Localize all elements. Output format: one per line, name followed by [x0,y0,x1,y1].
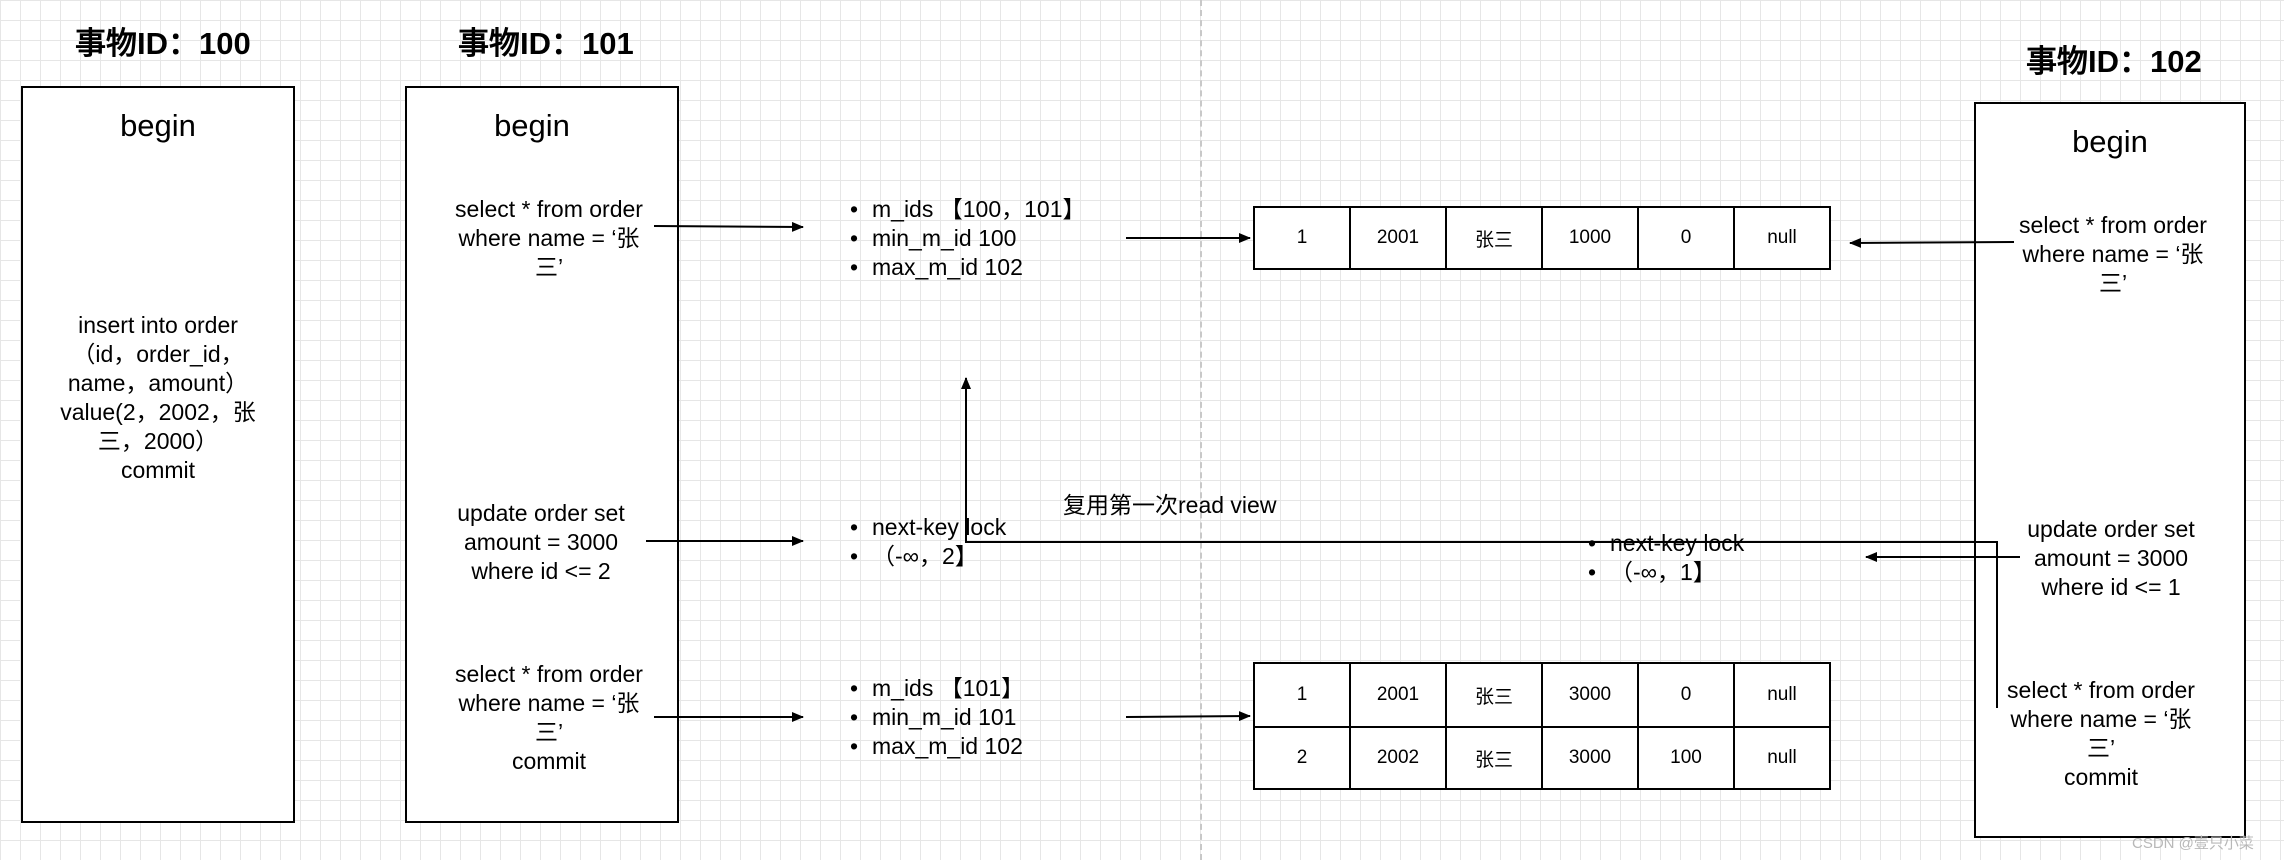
table-cell: null [1767,747,1797,768]
stmt-line: select * from order [455,661,643,687]
table-cell: 2 [1255,728,1351,788]
table-cell: 张三 [1447,208,1543,268]
tx100-insert-statement: insert into order （id，order_id， name，amo… [36,311,280,485]
arrow-readview2-to-table [1125,711,1251,722]
read-view-1: m_ids 【100，101】 min_m_id 100 max_m_id 10… [850,195,1086,282]
stmt-line: where name = ‘张 [2010,706,2192,732]
dashed-divider [1200,0,1202,860]
table-cell: 2001 [1351,664,1447,726]
table-cell: 100 [1639,728,1735,788]
lock-item: （-∞，2】 [850,542,1006,571]
stmt-line: amount = 3000 [2033,545,2189,571]
tx101-title: 事物ID：101 [458,26,634,61]
stmt-line: 三’ [534,719,564,745]
stmt-line: 三’ [2086,735,2116,761]
tx100-title: 事物ID：100 [75,26,251,61]
lock-item: （-∞，1】 [1588,558,1744,587]
stmt-line: select * from order [2019,212,2207,238]
tx102-begin: begin [2072,124,2148,159]
lock-item: next-key lock [850,513,1006,542]
reuse-read-view-note: 复用第一次read view [1063,492,1277,518]
stmt-line: commit [120,457,196,483]
stmt-line: update order set [2027,516,2195,542]
stmt-line: where name = ‘张 [2022,241,2204,267]
tx101-update-statement: update order set amount = 3000 where id … [430,499,652,586]
stmt-line: value(2，2002，张 [60,399,256,425]
table-row: 1 2001 张三 3000 0 null [1253,662,1831,728]
stmt-line: where name = ‘张 [458,225,640,251]
table-cell: 0 [1639,208,1735,268]
arrow-tx102-select-to-table [1849,237,2015,248]
table-cell: null [1767,684,1797,705]
stmt-line: name，amount） [67,370,249,396]
table-row: 1 2001 张三 1000 0 null [1253,206,1831,270]
tx100-begin: begin [120,108,196,143]
read-view-item: m_ids 【101】 [850,674,1024,703]
arrow-reuse-read-view [961,377,1998,708]
table-cell: 张三 [1447,664,1543,726]
read-view-item: m_ids 【100，101】 [850,195,1086,224]
stmt-line: select * from order [455,196,643,222]
stmt-line: commit [2063,764,2139,790]
stmt-line: 三’ [2098,270,2128,296]
read-view-2: m_ids 【101】 min_m_id 101 max_m_id 102 [850,674,1024,761]
stmt-line: select * from order [2007,677,2195,703]
arrow-select1-to-readview [653,221,804,232]
stmt-line: update order set [457,500,625,526]
watermark: CSDN @壹只小菜 [2132,835,2254,852]
table-cell: 张三 [1447,728,1543,788]
stmt-line: where id <= 2 [471,558,611,584]
stmt-line: where id <= 1 [2041,574,2181,600]
table-cell: 2001 [1351,208,1447,268]
table-row: 2 2002 张三 3000 100 null [1253,726,1831,790]
tx102-update-statement: update order set amount = 3000 where id … [2000,515,2222,602]
table-cell: 3000 [1543,664,1639,726]
stmt-line: insert into order [78,312,238,338]
read-view-item: min_m_id 100 [850,224,1086,253]
read-view-item: min_m_id 101 [850,703,1024,732]
tx102-box [1974,102,2246,838]
table-cell: 1 [1255,208,1351,268]
read-view-item: max_m_id 102 [850,253,1086,282]
tx101-select-statement: select * from order where name = ‘张 三’ [438,195,660,282]
tx101-select-commit-statement: select * from order where name = ‘张 三’ c… [438,660,660,776]
table-cell: 0 [1639,664,1735,726]
table-cell: null [1767,227,1797,248]
read-view-item: max_m_id 102 [850,732,1024,761]
table-cell: 1 [1255,664,1351,726]
tx100-box [21,86,295,823]
lock-tx101: next-key lock （-∞，2】 [850,513,1006,571]
stmt-line: where name = ‘张 [458,690,640,716]
stmt-line: 三’ [534,254,564,280]
tx101-box [405,86,679,823]
tx102-select-commit-statement: select * from order where name = ‘张 三’ c… [1990,676,2212,792]
tx102-title: 事物ID：102 [2026,44,2202,79]
stmt-line: amount = 3000 [463,529,619,555]
tx102-select-statement: select * from order where name = ‘张 三’ [2000,211,2226,298]
table-cell: 3000 [1543,728,1639,788]
tx101-begin: begin [494,108,570,143]
stmt-line: （id，order_id， [72,341,244,367]
table-cell: 2002 [1351,728,1447,788]
stmt-line: commit [511,748,587,774]
table-cell: 1000 [1543,208,1639,268]
stmt-line: 三，2000） [97,428,219,454]
